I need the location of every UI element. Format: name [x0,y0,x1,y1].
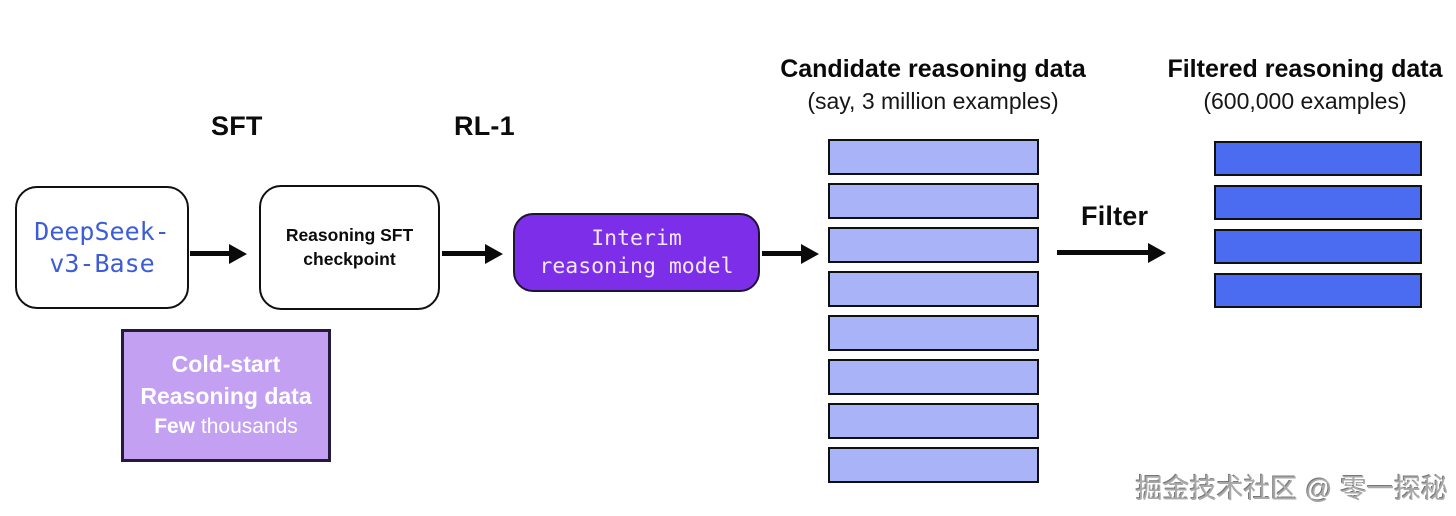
candidate-stack-subtitle: (say, 3 million examples) [807,88,1059,114]
node-deepseek-label-line1: DeepSeek- [34,216,170,246]
node-cold-start-data: Cold-start Reasoning data Few thousands [121,329,331,462]
node-reasoning-sft-checkpoint: Reasoning SFT checkpoint [259,185,440,310]
filtered-stack-title: Filtered reasoning data [1167,55,1443,83]
cold-start-line1: Cold-start [171,351,281,378]
label-rl1: RL-1 [454,111,515,141]
data-bar [828,315,1039,351]
node-deepseek-v3-base: DeepSeek- v3-Base [15,186,189,309]
node-interim-reasoning-model: Interim reasoning model [513,213,760,292]
arrow-filter [1057,242,1166,263]
node-interim-line2: reasoning model [539,253,734,279]
cold-start-few: Few [154,414,196,438]
data-bar [1214,229,1422,264]
data-bar [828,271,1039,307]
filtered-stack-subtitle: (600,000 examples) [1203,88,1407,114]
node-sft-checkpoint-line1: Reasoning SFT [285,224,414,245]
data-bar [828,227,1039,263]
data-bar [1214,141,1422,176]
data-bar [828,139,1039,175]
arrow-rl1 [442,243,503,264]
node-sft-checkpoint-line2: checkpoint [303,248,396,269]
data-bar [1214,273,1422,308]
cold-start-thousands: thousands [200,414,298,438]
cold-start-line3: Few thousands [140,413,311,442]
data-bar [828,183,1039,219]
label-filter: Filter [1081,201,1149,231]
data-bar [828,359,1039,395]
candidate-stack-heading: Candidate reasoning data (say, 3 million… [773,55,1093,115]
node-deepseek-label-line2: v3-Base [49,248,155,278]
data-bar [828,447,1039,483]
arrow-generate-data [762,243,819,264]
data-bar [1214,185,1422,220]
data-bar [828,403,1039,439]
cold-start-line2: Reasoning data [140,383,312,410]
watermark-text: 掘金技术社区 @ 零一探秘 [1135,474,1448,504]
filtered-bar-stack [1214,141,1422,317]
arrow-sft [190,243,247,264]
filtered-stack-heading: Filtered reasoning data (600,000 example… [1155,55,1455,115]
candidate-stack-title: Candidate reasoning data [780,55,1086,83]
node-interim-line1: Interim [591,225,682,251]
label-sft: SFT [211,111,263,141]
candidate-bar-stack [828,139,1039,491]
